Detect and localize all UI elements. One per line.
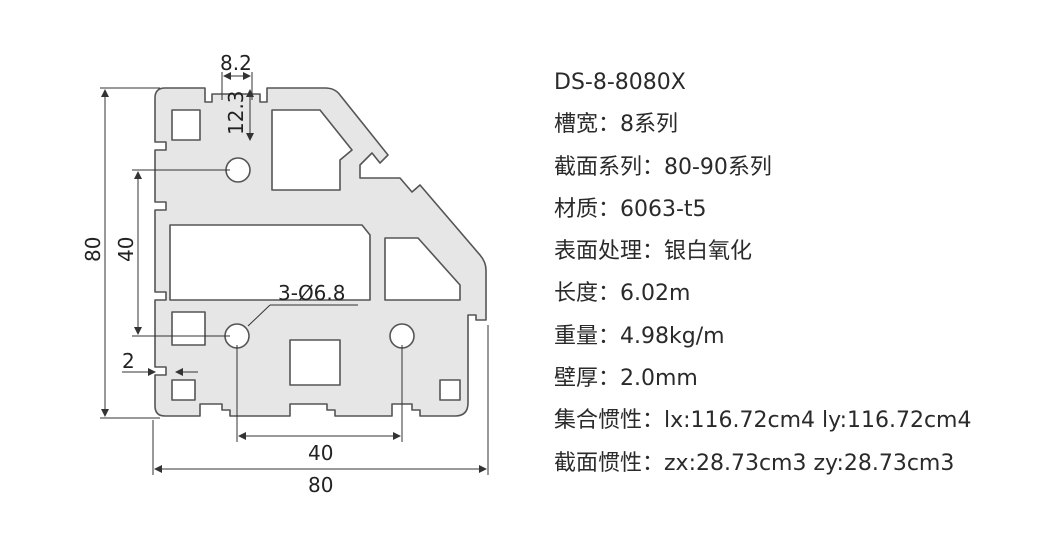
- cavity-bottom-center: [289, 339, 341, 386]
- spec-wall-thickness: 壁厚：2.0mm: [554, 366, 698, 392]
- cavity-corner-bl: [171, 379, 196, 401]
- cavity-right: [384, 237, 461, 301]
- spec-model: DS-8-8080X: [554, 70, 686, 95]
- spec-inertia: 集合惯性：lx:116.72cm4 ly:116.72cm4: [554, 408, 972, 434]
- dim-slot-depth: 12.3: [224, 90, 248, 135]
- dim-overall-width: 80: [308, 473, 333, 497]
- cavity-top-left: [171, 109, 201, 141]
- spec-weight: 重量：4.98kg/m: [554, 323, 725, 349]
- spec-list: DS-8-8080X 槽宽：8系列 截面系列：80-90系列 材质：6063-t…: [554, 62, 1044, 485]
- spec-slot-width: 槽宽：8系列: [554, 112, 678, 138]
- dim-inner-width: 40: [308, 441, 333, 465]
- cavity-bottom-left: [171, 311, 206, 346]
- dim-inner-height: 40: [114, 237, 138, 262]
- dim-hole-spec: 3-Ø6.8: [278, 281, 346, 305]
- cavity-top-right: [271, 109, 353, 191]
- spec-surface: 表面处理：银白氧化: [554, 239, 753, 265]
- profile-drawing: 8.2 12.3 80 40 3-Ø6.8 2 40 80: [81, 51, 489, 497]
- spec-section-series: 截面系列：80-90系列: [554, 154, 772, 180]
- dim-overall-height: 80: [81, 237, 105, 262]
- dim-wall: 2: [122, 349, 135, 373]
- hole-bottom-right: [389, 323, 415, 349]
- cavity-center: [169, 224, 371, 301]
- profile-section: [154, 87, 487, 417]
- spec-section-inertia: 截面惯性：zx:28.73cm3 zy:28.73cm3: [554, 450, 955, 476]
- spec-length: 长度：6.02m: [554, 281, 691, 307]
- cavity-corner-br: [439, 379, 461, 401]
- dim-slot-width: 8.2: [220, 51, 252, 75]
- spec-material: 材质：6063-t5: [554, 196, 707, 222]
- dimension-lines: [100, 72, 489, 475]
